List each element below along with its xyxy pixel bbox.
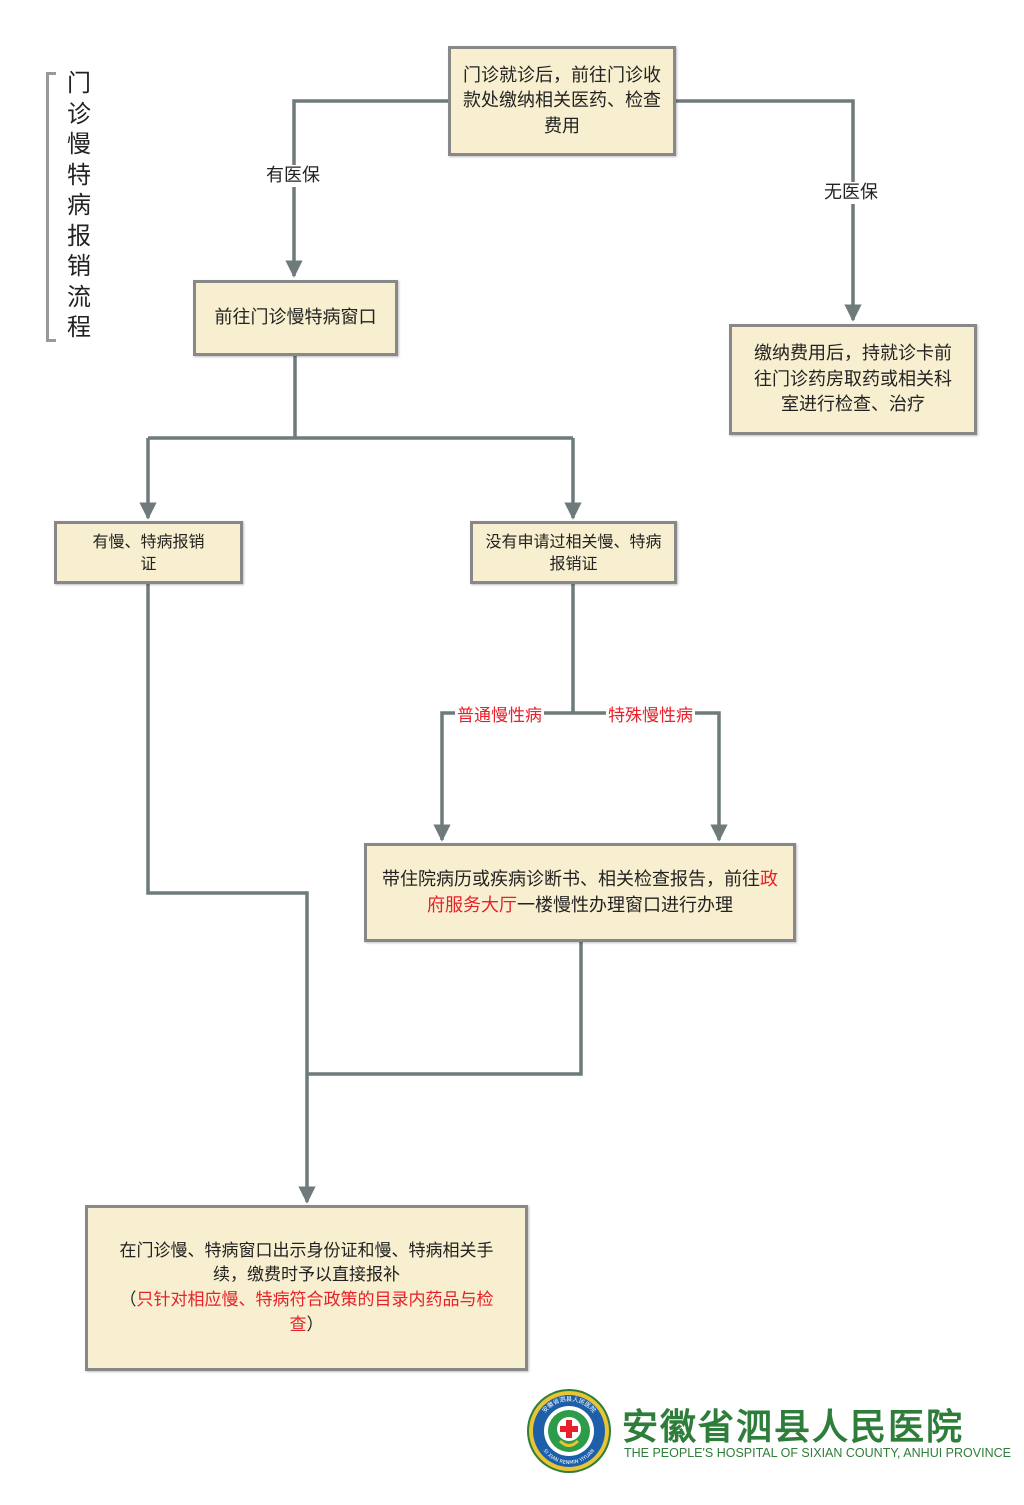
step-no-certificate: 没有申请过相关慢、特病报销证 [470, 521, 677, 584]
connector-apply-merge [307, 942, 583, 1076]
hospital-name-en: THE PEOPLE'S HOSPITAL OF SIXIAN COUNTY, … [624, 1446, 1011, 1460]
government-hall-highlight: 政府服务大厅 [427, 868, 778, 916]
hospital-emblem-icon: 安徽省泗县人民医院 SI XIAN RENMIN YIYUAN [527, 1389, 611, 1473]
connector-without-insurance [676, 99, 862, 322]
final-note-text: 只针对相应慢、特病符合政策的目录内药品与检查 [136, 1290, 494, 1335]
final-main-text: 在门诊慢、特病窗口出示身份证和慢、特病相关手续，缴费时予以直接报补 [119, 1240, 494, 1286]
step-has-certificate: 有慢、特病报销证 [54, 521, 243, 584]
final-paren-close: ） [306, 1314, 324, 1335]
connector-special-chronic [573, 711, 728, 842]
step-no-insurance-result: 缴纳费用后，持就诊卡前往门诊药房取药或相关科室进行检查、治疗 [729, 324, 977, 435]
label-without-insurance: 无医保 [822, 182, 880, 204]
page-title: 门诊慢特病报销流程 [67, 69, 91, 341]
connector-common-chronic [433, 711, 573, 842]
connector-has-cert-down [146, 584, 316, 1204]
connector-with-insurance [285, 99, 448, 278]
step-apply-certificate: 带住院病历或疾病诊断书、相关检查报告，前往政府服务大厅一楼慢性办理窗口进行办理 [364, 843, 796, 942]
step-window: 前往门诊慢特病窗口 [193, 280, 398, 356]
connector-to-has-certificate [148, 436, 573, 518]
hospital-logo: 安徽省泗县人民医院 SI XIAN RENMIN YIYUAN 安徽省泗县人民医… [526, 1386, 1011, 1486]
label-common-chronic: 普通慢性病 [455, 705, 544, 727]
hospital-name-cn: 安徽省泗县人民医院 [622, 1406, 965, 1448]
apply-text-2: 一楼慢性办理窗口进行办理 [517, 894, 733, 916]
apply-text-1: 带住院病历或疾病诊断书、相关检查报告，前往 [382, 868, 760, 890]
step-start: 门诊就诊后，前往门诊收款处缴纳相关医药、检查费用 [448, 46, 676, 156]
final-paren-open: （ [119, 1290, 137, 1310]
label-with-insurance: 有医保 [264, 165, 322, 187]
label-special-chronic: 特殊慢性病 [606, 705, 695, 727]
step-final-reimbursement: 在门诊慢、特病窗口出示身份证和慢、特病相关手续，缴费时予以直接报补 （只针对相应… [85, 1205, 528, 1371]
title-bracket [46, 72, 56, 342]
